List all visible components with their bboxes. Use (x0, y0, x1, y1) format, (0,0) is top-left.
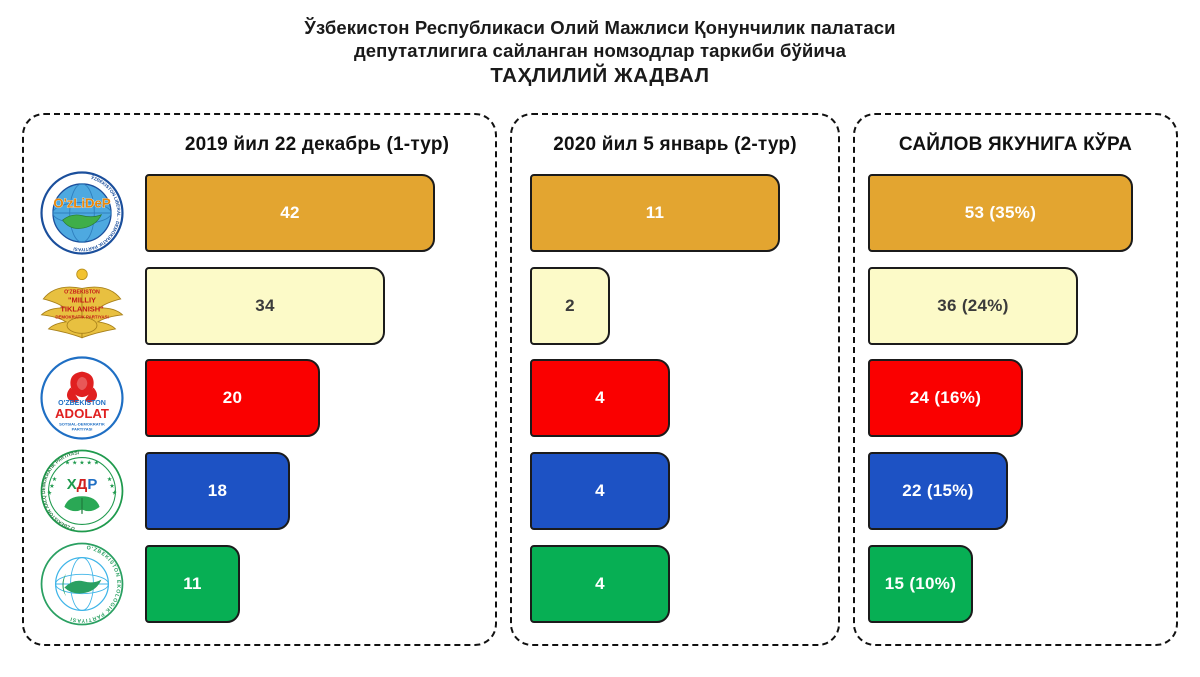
table-row: 53 (35%) (855, 167, 1176, 260)
bar-ozlidep-final[interactable]: 53 (35%) (868, 174, 1133, 253)
bar-cell: 11 (512, 174, 838, 253)
bar-value-label: 42 (280, 203, 300, 223)
panel-header-final-results: САЙЛОВ ЯКУНИГА КЎРА (898, 134, 1133, 155)
bar-cell: 4 (512, 544, 838, 623)
bar-cell: 4 (512, 359, 838, 438)
svg-text:XДP: XДP (66, 476, 97, 493)
table-row: O'zLiDeP ЎZBEKISTON LIBERAL - DEMOKRATIK… (24, 167, 495, 260)
bar-cell: 36 (24%) (855, 266, 1176, 345)
ozlidep-logo: O'zLiDeP ЎZBEKISTON LIBERAL - DEMOKRATIK… (39, 171, 124, 255)
bar-milliy-tiklanish-round-1[interactable]: 34 (145, 266, 385, 345)
milliy-tiklanish-logo-cell: O'ZBEKISTON "MILLIY TIKLANISH" DEMOKRATI… (24, 262, 139, 350)
title-line-1: Ўзбекистон Республикаси Олий Мажлиси Қон… (304, 17, 896, 38)
table-row: 11 (512, 167, 838, 260)
table-row: 24 (16%) (855, 352, 1176, 445)
bar-value-label: 15 (10%) (884, 573, 957, 593)
bar-adolat-round-1[interactable]: 20 (145, 359, 320, 438)
bar-value-label: 4 (595, 573, 605, 593)
bar-cell: 20 (139, 359, 495, 438)
bar-value-label: 2 (565, 295, 575, 315)
bar-adolat-round-2[interactable]: 4 (530, 359, 670, 438)
table-row: 4 (512, 445, 838, 538)
table-row: 4 (512, 537, 838, 630)
bar-value-label: 4 (595, 481, 605, 501)
rows-final-results: 53 (35%) 36 (24%) 24 (16%) (855, 167, 1176, 630)
bar-cell: 34 (139, 266, 495, 345)
ekologik-partiya-logo: O'ZBEKISTON EKOLOGIK PARTIYASI (40, 542, 123, 626)
svg-text:ADOLAT: ADOLAT (55, 407, 109, 422)
bar-cell: 42 (139, 174, 495, 253)
table-row: 4 (512, 352, 838, 445)
panels-container: 2019 йил 22 декабрь (1-тур) O'zLiDeP (22, 113, 1178, 646)
xdp-logo: ★ ★ ★ ★ ★ ★ ★ ★ ★ ★ ★ XДP O'ZBEKISTON XA… (40, 449, 123, 533)
bar-ekologik-round-2[interactable]: 4 (530, 544, 670, 623)
bar-ozlidep-round-1[interactable]: 42 (145, 174, 435, 253)
table-row: 36 (24%) (855, 260, 1176, 353)
bar-milliy-tiklanish-final[interactable]: 36 (24%) (868, 266, 1078, 345)
bar-ekologik-final[interactable]: 15 (10%) (868, 544, 973, 623)
panel-round-1: 2019 йил 22 декабрь (1-тур) O'zLiDeP (22, 113, 497, 646)
bar-cell: 15 (10%) (855, 544, 1176, 623)
panel-header-round-2: 2020 йил 5 январь (2-тур) (553, 134, 797, 155)
bar-value-label: 34 (255, 295, 275, 315)
table-row: O'ZBEKISTON ADOLAT SOTSIAL-DEMOKRATIK PA… (24, 352, 495, 445)
bar-value-label: 4 (595, 388, 605, 408)
table-row: 15 (10%) (855, 537, 1176, 630)
bar-adolat-final[interactable]: 24 (16%) (868, 359, 1023, 438)
rows-round-2: 11 2 4 (512, 167, 838, 630)
page-title: Ўзбекистон Республикаси Олий Мажлиси Қон… (0, 16, 1200, 88)
bar-cell: 22 (15%) (855, 452, 1176, 531)
ekologik-partiya-logo-cell: O'ZBEKISTON EKOLOGIK PARTIYASI (24, 540, 139, 628)
bar-xdp-round-1[interactable]: 18 (145, 452, 290, 531)
bar-cell: 4 (512, 452, 838, 531)
svg-text:SOTSIAL-DEMOKRATIK: SOTSIAL-DEMOKRATIK (59, 422, 105, 427)
bar-xdp-final[interactable]: 22 (15%) (868, 452, 1008, 531)
bar-milliy-tiklanish-round-2[interactable]: 2 (530, 266, 610, 345)
bar-value-label: 53 (35%) (964, 203, 1037, 223)
bar-ekologik-round-1[interactable]: 11 (145, 544, 240, 623)
table-row: 2 (512, 260, 838, 353)
table-row: O'ZBEKISTON "MILLIY TIKLANISH" DEMOKRATI… (24, 260, 495, 353)
bar-cell: 2 (512, 266, 838, 345)
title-line-3: ТАҲЛИЛИЙ ЖАДВАЛ (490, 63, 710, 87)
table-row: O'ZBEKISTON EKOLOGIK PARTIYASI 11 (24, 537, 495, 630)
adolat-logo: O'ZBEKISTON ADOLAT SOTSIAL-DEMOKRATIK PA… (39, 356, 124, 441)
panel-final-results: САЙЛОВ ЯКУНИГА КЎРА 53 (35%) 36 (24%) (853, 113, 1178, 646)
svg-text:O'zLiDeP: O'zLiDeP (53, 196, 111, 211)
adolat-logo-cell: O'ZBEKISTON ADOLAT SOTSIAL-DEMOKRATIK PA… (24, 354, 139, 442)
table-row: ★ ★ ★ ★ ★ ★ ★ ★ ★ ★ ★ XДP O'ZBEKISTON XA… (24, 445, 495, 538)
svg-text:O'ZBEKISTON: O'ZBEKISTON (58, 401, 106, 408)
title-line-2: депутатлигига сайланган номзодлар таркиб… (353, 40, 847, 62)
svg-text:PARTIYASI: PARTIYASI (71, 427, 92, 432)
svg-text:O'ZBEKISTON: O'ZBEKISTON (64, 290, 100, 296)
bar-value-label: 20 (222, 388, 243, 408)
bar-ozlidep-round-2[interactable]: 11 (530, 174, 780, 253)
svg-text:★ ★ ★ ★ ★: ★ ★ ★ ★ ★ (64, 460, 98, 467)
svg-text:TIKLANISH": TIKLANISH" (60, 304, 104, 313)
bar-cell: 53 (35%) (855, 174, 1176, 253)
rows-round-1: O'zLiDeP ЎZBEKISTON LIBERAL - DEMOKRATIK… (24, 167, 495, 630)
ozlidep-logo-cell: O'zLiDeP ЎZBEKISTON LIBERAL - DEMOKRATIK… (24, 169, 139, 257)
bar-value-label: 22 (15%) (902, 481, 974, 501)
bar-value-label: 11 (645, 203, 665, 223)
panel-round-2: 2020 йил 5 январь (2-тур) 11 2 (510, 113, 840, 646)
bar-cell: 11 (139, 544, 495, 623)
bar-cell: 24 (16%) (855, 359, 1176, 438)
svg-text:DEMOKRATIK PARTIYASI: DEMOKRATIK PARTIYASI (55, 314, 108, 319)
bar-value-label: 24 (16%) (909, 388, 982, 408)
bar-value-label: 36 (24%) (937, 295, 1009, 315)
xdp-logo-cell: ★ ★ ★ ★ ★ ★ ★ ★ ★ ★ ★ XДP O'ZBEKISTON XA… (24, 447, 139, 535)
bar-value-label: 18 (207, 481, 228, 501)
bar-value-label: 11 (183, 573, 202, 593)
milliy-tiklanish-logo: O'ZBEKISTON "MILLIY TIKLANISH" DEMOKRATI… (40, 268, 123, 339)
bar-cell: 18 (139, 452, 495, 531)
bar-xdp-round-2[interactable]: 4 (530, 452, 670, 531)
table-row: 22 (15%) (855, 445, 1176, 538)
panel-header-round-1: 2019 йил 22 декабрь (1-тур) (184, 134, 450, 155)
svg-text:"MILLIY: "MILLIY (67, 295, 95, 304)
